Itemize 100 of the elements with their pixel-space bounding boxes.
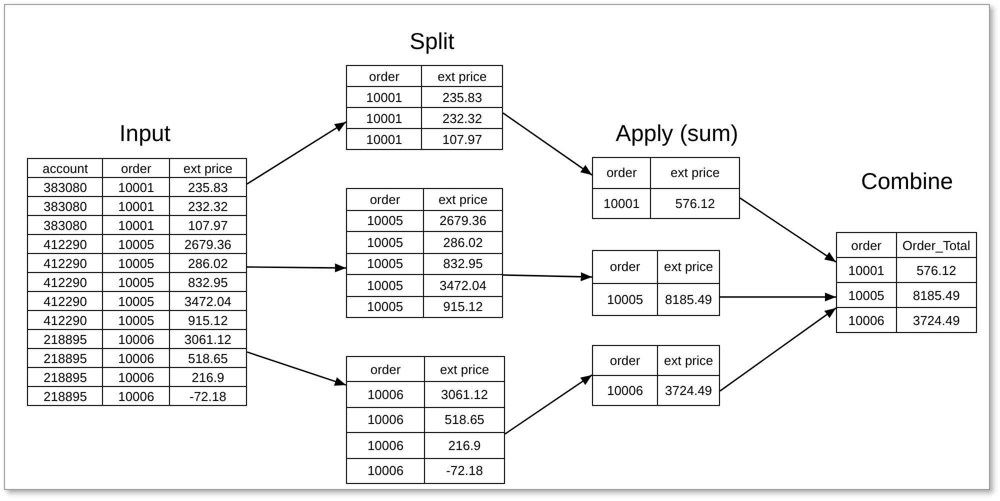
table-cell: 10006 <box>346 407 425 433</box>
arrow <box>720 292 836 302</box>
table-cell: 383080 <box>28 196 103 216</box>
data-table <box>27 158 247 406</box>
table-cell: 218895 <box>28 330 103 348</box>
table-cell: 10006 <box>102 348 170 368</box>
table-cell: ext price <box>422 66 502 86</box>
table-cell: ext price <box>424 188 502 210</box>
table-cell: 107.97 <box>169 216 246 234</box>
table-cell: 232.32 <box>422 108 502 128</box>
table-cell: 412290 <box>28 234 103 254</box>
table-cell: 10005 <box>346 253 424 274</box>
table-cell: -72.18 <box>424 458 504 484</box>
arrow <box>502 112 592 176</box>
data-table <box>346 188 503 318</box>
table-cell: 10005 <box>836 282 896 308</box>
table-cell: order <box>346 66 422 86</box>
table-cell: 232.32 <box>169 196 246 216</box>
data-table <box>836 232 977 333</box>
table-cell: 10001 <box>346 128 422 150</box>
table-cell: 10005 <box>102 272 170 292</box>
table-cell: 2679.36 <box>424 210 502 232</box>
table-cell: 915.12 <box>169 310 246 330</box>
stage-heading: Combine <box>860 168 954 195</box>
table-cell: 10001 <box>836 258 896 282</box>
table-cell: order <box>836 232 896 258</box>
table-cell: 218895 <box>28 386 103 406</box>
arrow <box>720 307 836 392</box>
table-cell: 218895 <box>28 348 103 368</box>
data-table <box>346 65 503 150</box>
stage-heading: Input <box>119 120 171 147</box>
table-cell: order <box>102 158 170 178</box>
table-cell: 412290 <box>28 292 103 310</box>
table-cell: order <box>592 346 658 376</box>
data-table <box>592 345 720 406</box>
table-cell: 3724.49 <box>896 308 976 332</box>
table-cell: 3472.04 <box>169 292 246 310</box>
table-cell: 3061.12 <box>424 382 504 408</box>
table-cell: 383080 <box>28 216 103 234</box>
table-cell: 10001 <box>102 178 170 196</box>
arrow <box>246 351 346 386</box>
table-cell: 518.65 <box>169 348 246 368</box>
table-cell: 10006 <box>836 308 896 332</box>
stage-heading: Apply (sum) <box>616 120 738 147</box>
table-cell: 107.97 <box>422 128 502 150</box>
arrow <box>740 197 836 263</box>
table-cell: ext price <box>650 158 740 188</box>
table-cell: 216.9 <box>424 432 504 458</box>
table-cell: 10005 <box>346 210 424 232</box>
table-cell: 10005 <box>102 234 170 254</box>
table-cell: 235.83 <box>422 86 502 108</box>
table-cell: order <box>592 250 658 283</box>
table-cell: 10001 <box>102 196 170 216</box>
table-cell: 10006 <box>102 330 170 348</box>
table-cell: 10006 <box>102 368 170 386</box>
table-cell: 10005 <box>346 274 424 296</box>
table-cell: 10005 <box>102 292 170 310</box>
table-cell: account <box>28 158 103 178</box>
table-cell: 216.9 <box>169 368 246 386</box>
table-cell: 8185.49 <box>658 283 720 316</box>
table-cell: ext price <box>658 346 720 376</box>
data-table <box>346 356 505 484</box>
table-cell: 3061.12 <box>169 330 246 348</box>
table-cell: 10006 <box>102 386 170 406</box>
table-cell: ext price <box>424 356 504 382</box>
table-cell: 10006 <box>346 432 425 458</box>
table-cell: Order_Total <box>896 232 976 258</box>
table-cell: 2679.36 <box>169 234 246 254</box>
table-cell: 218895 <box>28 368 103 386</box>
table-cell: 3724.49 <box>658 376 720 406</box>
arrow <box>504 374 592 435</box>
table-cell: 10001 <box>592 188 651 218</box>
table-cell: 10006 <box>346 382 425 408</box>
table-cell: 10005 <box>346 296 424 318</box>
table-cell: 10001 <box>102 216 170 234</box>
table-cell: 383080 <box>28 178 103 196</box>
table-cell: 832.95 <box>169 272 246 292</box>
table-cell: 235.83 <box>169 178 246 196</box>
table-cell: 412290 <box>28 310 103 330</box>
table-cell: 3472.04 <box>424 274 502 296</box>
table-cell: 832.95 <box>424 253 502 274</box>
table-cell: 10001 <box>346 108 422 128</box>
table-cell: -72.18 <box>169 386 246 406</box>
table-cell: 10005 <box>102 254 170 272</box>
data-table <box>592 250 720 316</box>
table-cell: 412290 <box>28 272 103 292</box>
table-cell: 286.02 <box>424 232 502 253</box>
stage-heading: Split <box>410 28 454 55</box>
table-cell: ext price <box>169 158 246 178</box>
table-cell: order <box>346 188 424 210</box>
table-cell: 915.12 <box>424 296 502 318</box>
arrow <box>502 272 592 282</box>
table-cell: 576.12 <box>650 188 740 218</box>
data-table <box>592 157 740 219</box>
table-cell: 10006 <box>592 376 658 406</box>
table-cell: 10005 <box>346 232 424 253</box>
table-cell: 10001 <box>346 86 422 108</box>
table-cell: order <box>346 356 425 382</box>
table-cell: 10005 <box>592 283 658 316</box>
arrow <box>246 121 346 185</box>
